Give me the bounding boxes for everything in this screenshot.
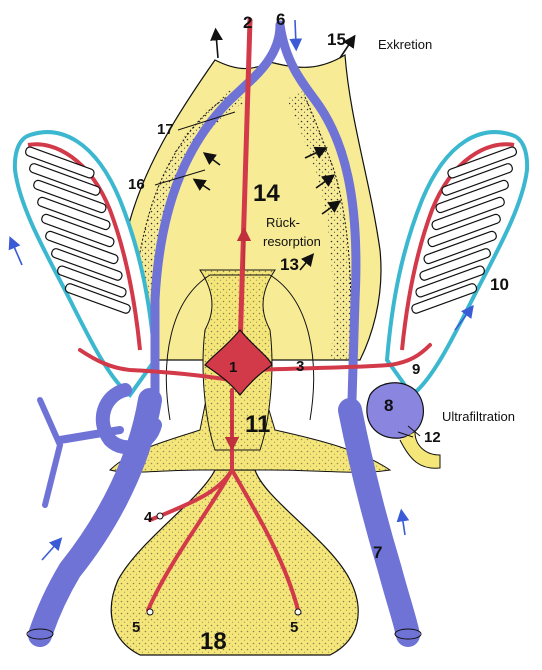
label-14: 14	[253, 180, 280, 207]
label-rueck-2: resorption	[263, 234, 321, 249]
label-10: 10	[490, 275, 509, 294]
label-ultrafiltration: Ultrafiltration	[442, 409, 515, 424]
label-9: 9	[412, 361, 421, 378]
label-18: 18	[200, 628, 227, 655]
sac-8	[366, 382, 424, 439]
label-12: 12	[424, 429, 441, 446]
heart-1	[204, 329, 273, 396]
label-2: 2	[243, 13, 253, 32]
label-6: 6	[276, 10, 286, 29]
label-exkretion: Exkretion	[378, 37, 433, 52]
label-5-right: 5	[290, 619, 299, 636]
label-1: 1	[229, 359, 238, 376]
label-16: 16	[128, 176, 145, 193]
label-3: 3	[296, 358, 305, 375]
label-13: 13	[280, 255, 299, 274]
label-4: 4	[144, 509, 153, 526]
label-5-left: 5	[132, 619, 141, 636]
label-17: 17	[157, 121, 174, 138]
label-15: 15	[327, 30, 346, 49]
label-11: 11	[245, 411, 271, 438]
label-8: 8	[384, 396, 394, 415]
label-7: 7	[373, 543, 383, 562]
label-rueck-1: Rück-	[266, 215, 300, 230]
